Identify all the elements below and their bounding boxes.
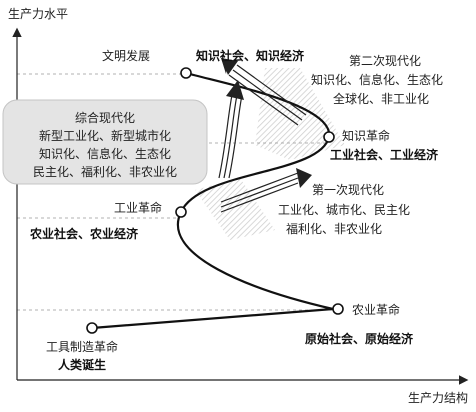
node-origin-sub: 人类诞生 <box>58 357 106 372</box>
integrated-modernization-line-3: 民主化、福利化、非农业化 <box>33 164 177 179</box>
node-origin-circle <box>86 322 98 334</box>
first-modernization-line-2: 福利化、非农业化 <box>286 221 382 236</box>
integrated-modernization-title: 综合现代化 <box>75 110 135 125</box>
node-knowledge-sub: 工业社会、工业经济 <box>330 147 439 162</box>
development-curve <box>91 71 334 330</box>
node-civilization-sub: 知识社会、知识经济 <box>195 48 305 63</box>
first-modernization-title: 第一次现代化 <box>312 183 384 197</box>
node-agri-sub: 原始社会、原始经济 <box>305 331 414 346</box>
node-knowledge-circle <box>323 131 335 143</box>
y-axis-label: 生产力水平 <box>8 7 68 21</box>
integrated-modernization-line-2: 知识化、信息化、生态化 <box>39 146 171 161</box>
node-industrial-label: 工业革命 <box>114 200 162 215</box>
integrated-modernization-arrow <box>218 80 244 179</box>
integrated-modernization-line-1: 新型工业化、新型城市化 <box>39 128 171 143</box>
integrated-modernization-box <box>2 99 208 185</box>
hatch-region-first <box>195 178 275 240</box>
first-modernization-arrow <box>220 168 312 213</box>
node-civilization-label: 文明发展 <box>102 48 150 63</box>
second-modernization-title: 第二次现代化 <box>349 54 421 68</box>
second-modernization-line-1: 知识化、信息化、生态化 <box>311 72 443 87</box>
second-modernization-arrow <box>221 58 307 126</box>
node-origin-label: 工具制造革命 <box>46 339 118 354</box>
node-knowledge-label: 知识革命 <box>342 128 390 143</box>
first-modernization-line-1: 工业化、城市化、民主化 <box>278 202 410 217</box>
hatch-region-second <box>255 68 345 160</box>
node-agri-label: 农业革命 <box>352 302 400 317</box>
node-civilization-circle <box>180 67 192 79</box>
x-axis-label: 生产力结构 <box>408 390 468 405</box>
node-agri-circle <box>332 303 344 315</box>
node-industrial-sub: 农业社会、农业经济 <box>29 226 139 241</box>
second-modernization-line-2: 全球化、非工业化 <box>333 91 429 106</box>
node-industrial-circle <box>175 206 187 218</box>
